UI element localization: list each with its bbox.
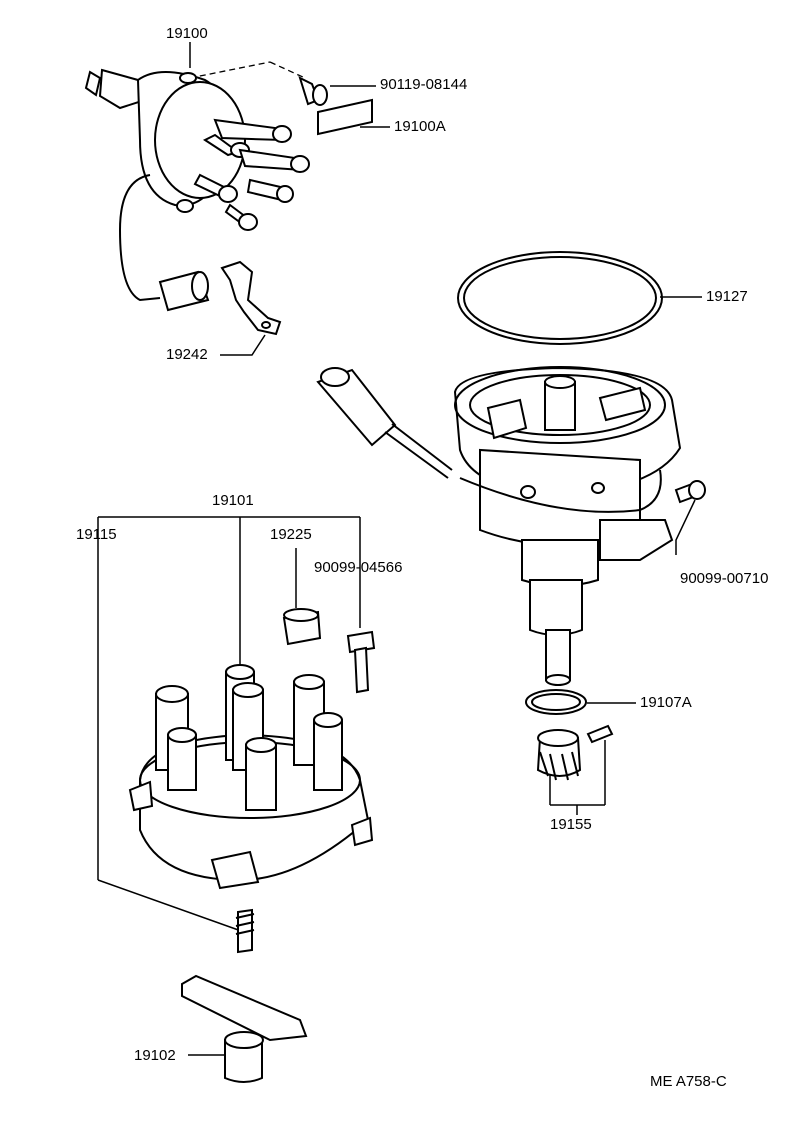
label-90099-04566: 90099-04566 — [314, 559, 402, 576]
distributor-cap-19101 — [128, 664, 374, 890]
leader-lines — [97, 42, 702, 1056]
clamp-19242 — [220, 260, 282, 336]
o-ring-19127 — [457, 251, 663, 345]
bushing-19225 — [282, 608, 322, 646]
label-19225: 19225 — [270, 526, 312, 543]
sensor-connector — [316, 367, 453, 479]
diagram-code: ME A758-C — [650, 1073, 727, 1090]
screw-90119-08144 — [298, 76, 328, 106]
label-19101: 19101 — [212, 492, 254, 509]
distributor-housing — [453, 366, 682, 686]
label-19127: 19127 — [706, 288, 748, 305]
label-19115: 19115 — [76, 526, 117, 543]
label-plate-19100A — [317, 98, 373, 136]
o-ring-19107A — [525, 689, 587, 715]
rotor-19102 — [181, 974, 308, 1083]
label-19100: 19100 — [166, 25, 208, 42]
label-19102: 19102 — [134, 1047, 176, 1064]
label-19155: 19155 — [550, 816, 592, 833]
label-90119-08144: 90119-08144 — [380, 76, 467, 93]
label-19107A: 19107A — [640, 694, 692, 711]
screw-90099-04566 — [346, 630, 376, 694]
distributor-assembly-19100 — [84, 68, 310, 312]
label-19242: 19242 — [166, 346, 208, 363]
bolt-90099-00710 — [674, 480, 706, 504]
label-90099-00710: 90099-00710 — [680, 570, 768, 587]
label-19100A: 19100A — [394, 118, 446, 135]
spring-19115 — [235, 908, 255, 954]
gear-19155 — [536, 724, 614, 781]
